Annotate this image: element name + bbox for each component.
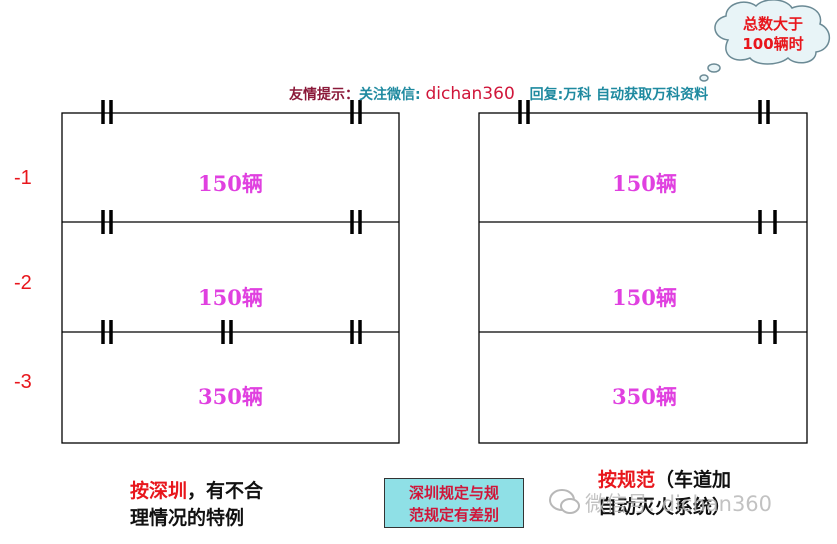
tip-reply: 回复:万科 自动获取万科资料 xyxy=(529,87,709,103)
right-caption-rest: （车道加 xyxy=(655,469,732,491)
tip-prefix: 友情提示： xyxy=(289,87,359,103)
right-count-b3: 350辆 xyxy=(612,384,677,409)
wechat-icon xyxy=(549,489,580,514)
floor-label-b2: -2 xyxy=(14,272,32,294)
right-caption-line2: 自动灭火系统） xyxy=(598,496,732,518)
right-count-b1: 150辆 xyxy=(612,171,677,196)
right-ramp-markers xyxy=(518,100,777,344)
right-caption: 按规范（车道加 自动灭火系统） xyxy=(598,467,731,521)
left-count-b3: 350辆 xyxy=(198,384,263,409)
left-count-b2: 150辆 xyxy=(198,285,263,310)
tip-account: dichan360 xyxy=(425,84,515,104)
note-line1: 深圳规定与规 xyxy=(408,484,499,502)
cloud-callout xyxy=(699,0,830,82)
left-caption-highlight: 按深圳 xyxy=(130,480,188,502)
cloud-note-line1: 总数大于 xyxy=(742,15,803,33)
difference-note-box: 深圳规定与规 范规定有差别 xyxy=(384,478,524,528)
cloud-note-line2: 100辆时 xyxy=(742,35,804,53)
watermark: 微信号: dichan360 xyxy=(585,492,773,516)
right-count-b2: 150辆 xyxy=(612,285,677,310)
left-caption-rest: ，有不合 xyxy=(187,480,264,502)
tip-banner: 友情提示：关注微信: dichan360 回复:万科 自动获取万科资料 xyxy=(289,84,708,104)
left-count-b1: 150辆 xyxy=(198,171,263,196)
floor-label-b3: -3 xyxy=(14,371,32,393)
note-line2: 范规定有差别 xyxy=(408,506,499,524)
right-building xyxy=(478,112,808,444)
cloud-note: 总数大于 100辆时 xyxy=(727,14,819,54)
left-caption: 按深圳，有不合 理情况的特例 xyxy=(130,478,263,532)
tip-follow: 关注微信: xyxy=(359,87,421,103)
left-caption-line2: 理情况的特例 xyxy=(130,507,245,529)
floor-label-b1: -1 xyxy=(14,167,32,189)
right-caption-highlight: 按规范 xyxy=(598,469,656,491)
left-ramp-markers xyxy=(101,100,362,344)
